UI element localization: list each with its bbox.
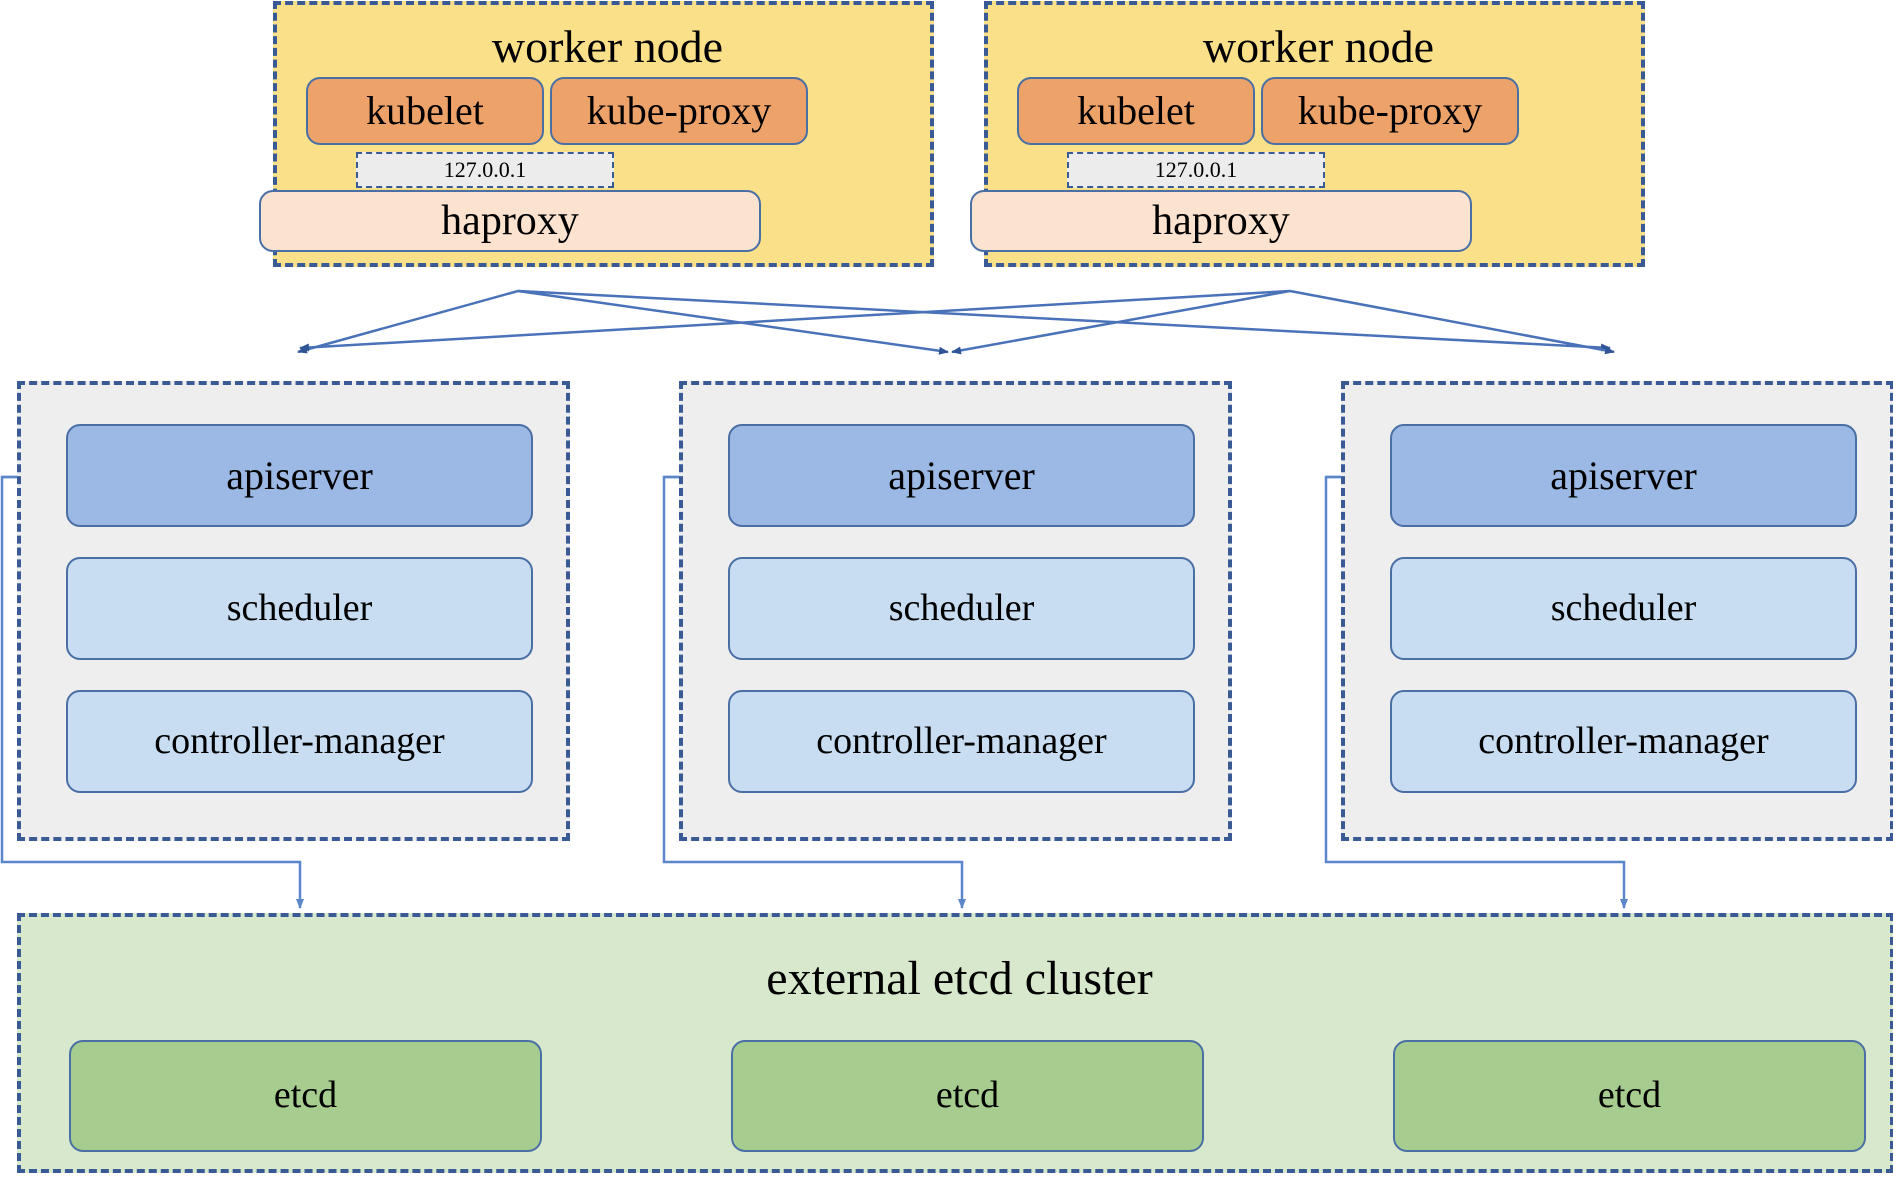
control-plane-3-scheduler[interactable]: scheduler [1390, 557, 1857, 660]
worker-node-1-title: worker node [491, 20, 724, 72]
wire-haproxy2-apiserver3 [1289, 289, 1615, 355]
worker-node-1-kubelet[interactable]: kubelet [306, 77, 544, 145]
etcd-member-1[interactable]: etcd [69, 1040, 542, 1152]
control-plane-2-controller-manager[interactable]: controller-manager [728, 690, 1195, 793]
control-plane-3-controller-manager[interactable]: controller-manager [1390, 690, 1857, 793]
wire-haproxy1-apiserver3 [517, 289, 1611, 352]
wire-haproxy1-apiserver2 [517, 289, 949, 355]
etcd-member-3[interactable]: etcd [1393, 1040, 1866, 1152]
control-plane-node-3[interactable]: apiserver scheduler controller-manager [1341, 381, 1893, 841]
worker-node-1-loopback-address: 127.0.0.1 [356, 152, 614, 188]
external-etcd-cluster[interactable]: external etcd cluster etcd etcd etcd [17, 913, 1893, 1173]
control-plane-node-2[interactable]: apiserver scheduler controller-manager [679, 381, 1232, 841]
control-plane-1-scheduler[interactable]: scheduler [66, 557, 533, 660]
wire-haproxy2-apiserver1 [299, 289, 1291, 352]
worker-node-1-haproxy[interactable]: haproxy [259, 190, 761, 252]
etcd-cluster-title: external etcd cluster [766, 951, 1153, 1005]
haproxy-1-fanout [297, 289, 1611, 355]
control-plane-2-apiserver[interactable]: apiserver [728, 424, 1195, 527]
wire-haproxy2-apiserver2 [951, 289, 1291, 355]
worker-node-1-kube-proxy[interactable]: kube-proxy [550, 77, 808, 145]
worker-node-2-kubelet[interactable]: kubelet [1017, 77, 1255, 145]
worker-node-2[interactable]: worker node kubelet kube-proxy 127.0.0.1… [970, 1, 1645, 267]
control-plane-1-apiserver[interactable]: apiserver [66, 424, 533, 527]
control-plane-2-scheduler[interactable]: scheduler [728, 557, 1195, 660]
haproxy-2-fanout [299, 289, 1615, 355]
wire-haproxy1-apiserver1 [297, 289, 519, 354]
control-plane-node-1[interactable]: apiserver scheduler controller-manager [17, 381, 570, 841]
control-plane-1-controller-manager[interactable]: controller-manager [66, 690, 533, 793]
worker-node-2-loopback-address: 127.0.0.1 [1067, 152, 1325, 188]
etcd-member-2[interactable]: etcd [731, 1040, 1204, 1152]
control-plane-3-apiserver[interactable]: apiserver [1390, 424, 1857, 527]
worker-node-1[interactable]: worker node kubelet kube-proxy 127.0.0.1… [259, 1, 934, 267]
worker-node-2-kube-proxy[interactable]: kube-proxy [1261, 77, 1519, 145]
worker-node-2-haproxy[interactable]: haproxy [970, 190, 1472, 252]
worker-node-2-title: worker node [1202, 20, 1435, 72]
